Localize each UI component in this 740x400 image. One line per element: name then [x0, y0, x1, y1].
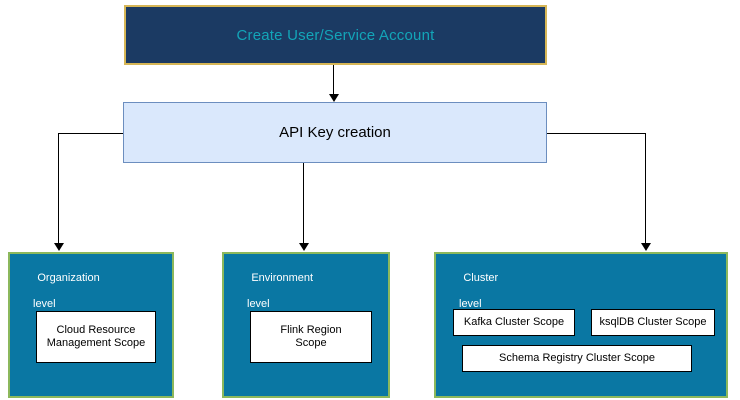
- api-key-creation-label: API Key creation: [279, 124, 391, 141]
- connector-apikey-to-environment-arrow: [299, 243, 309, 251]
- environment-level-title-line1: Environment: [251, 272, 314, 284]
- kafka-cluster-scope-label: Kafka Cluster Scope: [463, 316, 565, 328]
- schema-registry-cluster-scope-box[interactable]: Schema Registry Cluster Scope: [462, 345, 692, 372]
- connector-apikey-to-environment-vline: [303, 163, 304, 243]
- environment-level-title: Environment level: [233, 259, 313, 337]
- connector-apikey-to-cluster-hline: [547, 133, 646, 134]
- connector-apikey-to-organization-hline: [58, 133, 123, 134]
- create-user-service-account-box[interactable]: Create User/Service Account: [124, 5, 547, 65]
- cluster-level-panel[interactable]: Cluster level Kafka Cluster Scope ksqlDB…: [434, 252, 728, 398]
- api-key-creation-box[interactable]: API Key creation: [123, 102, 547, 163]
- cluster-level-title: Cluster level: [445, 259, 498, 337]
- cluster-level-title-line1: Cluster: [463, 272, 499, 284]
- connector-apikey-to-organization-arrow: [54, 243, 64, 251]
- environment-level-title-line2: level: [247, 298, 270, 310]
- cluster-level-title-line2: level: [459, 298, 482, 310]
- schema-registry-cluster-scope-label: Schema Registry Cluster Scope: [499, 352, 655, 364]
- connector-apikey-to-organization-vline: [58, 133, 59, 243]
- connector-account-to-apikey-line: [333, 65, 334, 95]
- organization-level-title-line1: Organization: [37, 272, 100, 284]
- connector-account-to-apikey-arrow: [329, 94, 339, 102]
- create-user-service-account-label: Create User/Service Account: [236, 26, 435, 44]
- organization-level-title: Organization level: [19, 259, 100, 337]
- ksqldb-cluster-scope-box[interactable]: ksqlDB Cluster Scope: [591, 309, 715, 336]
- organization-level-title-line2: level: [33, 298, 56, 310]
- kafka-cluster-scope-box[interactable]: Kafka Cluster Scope: [453, 309, 575, 336]
- connector-apikey-to-cluster-arrow: [641, 243, 651, 251]
- ksqldb-cluster-scope-label: ksqlDB Cluster Scope: [599, 316, 707, 328]
- connector-apikey-to-cluster-vline: [645, 133, 646, 243]
